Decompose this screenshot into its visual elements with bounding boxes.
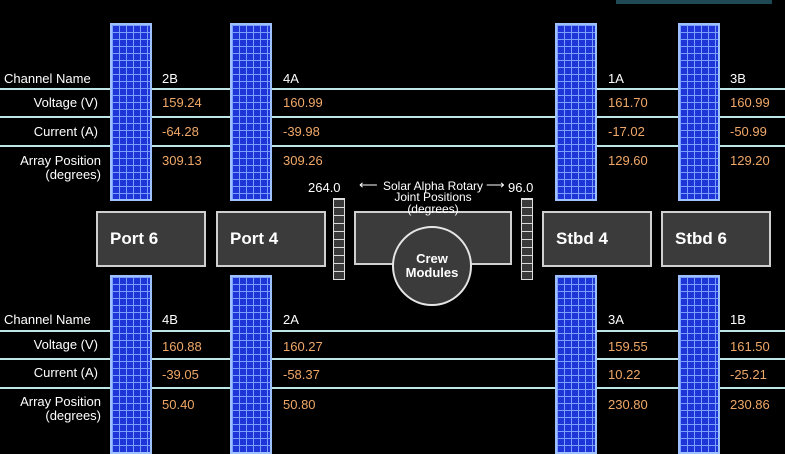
bottom-current-1b: -25.21 (730, 367, 767, 382)
top-label-current: Current (A) (33, 124, 98, 139)
sarj-caption-line2: Joint Positions (degrees) (394, 190, 472, 216)
solar-array-1a[interactable] (555, 23, 597, 201)
module-port-6[interactable]: Port 6 (96, 211, 206, 267)
header-accent-bar (616, 0, 772, 4)
top-voltage-3b: 160.99 (730, 95, 770, 110)
top-label-voltage: Voltage (V) (33, 95, 98, 110)
bottom-label-voltage: Voltage (V) (33, 337, 98, 352)
solar-array-1b[interactable] (678, 275, 720, 454)
crew-label-line2: Modules (405, 265, 459, 280)
top-position-2b: 309.13 (162, 153, 202, 168)
top-current-2b: -64.28 (162, 124, 199, 139)
bottom-line-voltage (0, 358, 785, 360)
sarj-arrow-left: ⟵ (359, 177, 378, 192)
bottom-channel-4b: 4B (162, 312, 178, 327)
bottom-voltage-2a: 160.27 (283, 339, 323, 354)
bottom-position-3a: 230.80 (608, 397, 648, 412)
bottom-label-channel: Channel Name (4, 312, 91, 327)
top-current-1a: -17.02 (608, 124, 645, 139)
stbd-sarj-rail[interactable] (521, 198, 533, 280)
bottom-voltage-1b: 161.50 (730, 339, 770, 354)
bottom-channel-2a: 2A (283, 312, 299, 327)
module-stbd-6[interactable]: Stbd 6 (661, 211, 771, 267)
top-channel-1a: 1A (608, 71, 624, 86)
port-sarj-angle: 264.0 (308, 180, 341, 195)
top-label-position-unit: (degrees) (45, 167, 101, 182)
top-voltage-2b: 159.24 (162, 95, 202, 110)
bottom-channel-3a: 3A (608, 312, 624, 327)
crew-label-line1: Crew (416, 251, 448, 266)
solar-array-2b[interactable] (110, 23, 152, 201)
bottom-current-2a: -58.37 (283, 367, 320, 382)
bottom-voltage-4b: 160.88 (162, 339, 202, 354)
bottom-position-2a: 50.80 (283, 397, 316, 412)
top-voltage-4a: 160.99 (283, 95, 323, 110)
bottom-position-1b: 230.86 (730, 397, 770, 412)
solar-array-4a[interactable] (230, 23, 272, 201)
top-line-channel (0, 88, 785, 90)
module-port-4[interactable]: Port 4 (216, 211, 326, 267)
bottom-label-current: Current (A) (33, 365, 98, 380)
bottom-voltage-3a: 159.55 (608, 339, 648, 354)
top-channel-4a: 4A (283, 71, 299, 86)
solar-array-2a[interactable] (230, 275, 272, 454)
bottom-line-current (0, 387, 785, 389)
top-voltage-1a: 161.70 (608, 95, 648, 110)
bottom-current-4b: -39.05 (162, 367, 199, 382)
stbd-sarj-angle: 96.0 (508, 180, 534, 195)
top-channel-3b: 3B (730, 71, 746, 86)
top-position-3b: 129.20 (730, 153, 770, 168)
bottom-position-4b: 50.40 (162, 397, 195, 412)
top-channel-2b: 2B (162, 71, 178, 86)
solar-array-4b[interactable] (110, 275, 152, 454)
bottom-label-position-unit: (degrees) (45, 408, 101, 423)
top-position-4a: 309.26 (283, 153, 323, 168)
top-current-3b: -50.99 (730, 124, 767, 139)
bottom-line-channel (0, 330, 785, 332)
sarj-arrow-right: ⟶ (486, 177, 505, 192)
top-line-current (0, 145, 785, 147)
bottom-current-3a: 10.22 (608, 367, 641, 382)
top-label-position: Array Position (20, 153, 101, 168)
bottom-channel-1b: 1B (730, 312, 746, 327)
top-position-1a: 129.60 (608, 153, 648, 168)
port-sarj-rail[interactable] (333, 198, 345, 280)
solar-array-3a[interactable] (555, 275, 597, 454)
top-line-voltage (0, 116, 785, 118)
top-current-4a: -39.98 (283, 124, 320, 139)
crew-modules[interactable]: Crew Modules (392, 226, 472, 306)
top-label-channel: Channel Name (4, 71, 91, 86)
solar-array-3b[interactable] (678, 23, 720, 201)
sarj-caption-line1: Solar Alpha Rotary (382, 179, 484, 193)
bottom-label-position: Array Position (20, 394, 101, 409)
module-stbd-4[interactable]: Stbd 4 (542, 211, 652, 267)
